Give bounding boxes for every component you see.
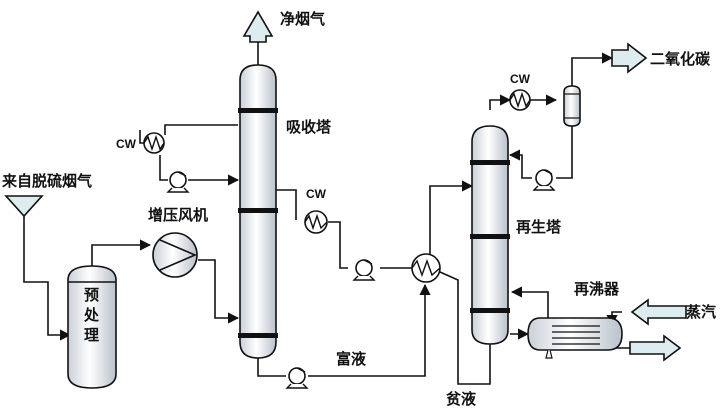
label-clean-flue-gas: 净烟气 xyxy=(280,10,325,28)
label-booster-fan: 增压风机 xyxy=(148,206,208,224)
pipe-pretreatment-to-fan xyxy=(91,239,152,272)
label-absorber: 吸收塔 xyxy=(286,118,332,136)
pipe-separator-to-reflux-pump xyxy=(556,126,573,179)
overhead-condenser-icon xyxy=(509,89,531,111)
pipe-exchanger-to-regenerator xyxy=(429,180,474,256)
pipe-absorber-top-to-cooler xyxy=(164,124,238,135)
pipe-absorber-bottom-to-pump xyxy=(257,357,286,377)
absorber-flange xyxy=(238,108,278,113)
reflux-pump-icon xyxy=(532,169,556,191)
reboiler-icon xyxy=(527,317,623,359)
label-flue-gas-source: 来自脱硫烟气 xyxy=(1,172,92,190)
regenerator-tower xyxy=(470,125,510,345)
flue-gas-inlet-icon xyxy=(4,195,44,218)
label-steam: 蒸汽 xyxy=(686,303,716,321)
reflux-separator xyxy=(563,85,581,127)
absorber-flange xyxy=(238,208,278,213)
label-cw-absorber-cooler: CW xyxy=(116,137,137,151)
regenerator-flange xyxy=(470,234,510,239)
pipe-fan-to-absorber xyxy=(198,259,240,324)
pipe-rich-liquid xyxy=(308,283,431,377)
regenerator-flange xyxy=(470,308,510,313)
pipe-reflux-to-regenerator xyxy=(508,149,532,179)
label-carbon-dioxide: 二氧化碳 xyxy=(650,50,711,68)
pretreatment-vessel xyxy=(67,265,117,389)
booster-fan-icon xyxy=(152,232,198,278)
rich-liquid-pump-icon xyxy=(285,367,309,389)
clean-gas-outlet-arrow-icon xyxy=(242,10,274,43)
absorber-flange xyxy=(238,333,278,338)
absorber-tower xyxy=(238,64,278,359)
pipe-reboiler-vapor xyxy=(510,286,549,318)
pipe-flue-gas-to-pretreatment xyxy=(23,214,72,341)
label-reboiler: 再沸器 xyxy=(574,280,620,298)
label-rich-liquid: 富液 xyxy=(336,350,367,368)
label-lean-liquid: 贫液 xyxy=(446,390,477,408)
pipe-regenerator-bottom-lean xyxy=(439,271,491,385)
pipe-separator-to-co2 xyxy=(571,52,614,86)
lean-liquid-pump-icon xyxy=(352,259,376,281)
rich-lean-heat-exchanger-icon xyxy=(411,253,441,283)
absorber-recirculation-pump-icon xyxy=(166,171,190,193)
label-pretreatment-line1: 预 xyxy=(84,286,99,304)
absorber-top-cooler-icon xyxy=(143,132,165,154)
label-cw-lean-cooler: CW xyxy=(306,187,327,201)
label-pretreatment-line3: 理 xyxy=(84,326,99,344)
label-cw-condenser: CW xyxy=(510,72,531,86)
co2-outlet-arrow-icon xyxy=(611,42,648,74)
label-pretreatment-line2: 处 xyxy=(83,306,100,324)
pipe-cooler-to-pump xyxy=(159,155,168,181)
condensate-outlet-arrow-icon xyxy=(629,334,682,362)
pipe-lean-pump-to-cooler xyxy=(328,221,348,269)
steam-inlet-arrow-icon xyxy=(630,298,687,326)
pipe-regenerator-top-to-condenser xyxy=(489,94,512,110)
regenerator-flange xyxy=(470,160,510,165)
label-regenerator: 再生塔 xyxy=(516,218,562,236)
lean-liquid-cooler-icon xyxy=(304,210,328,234)
